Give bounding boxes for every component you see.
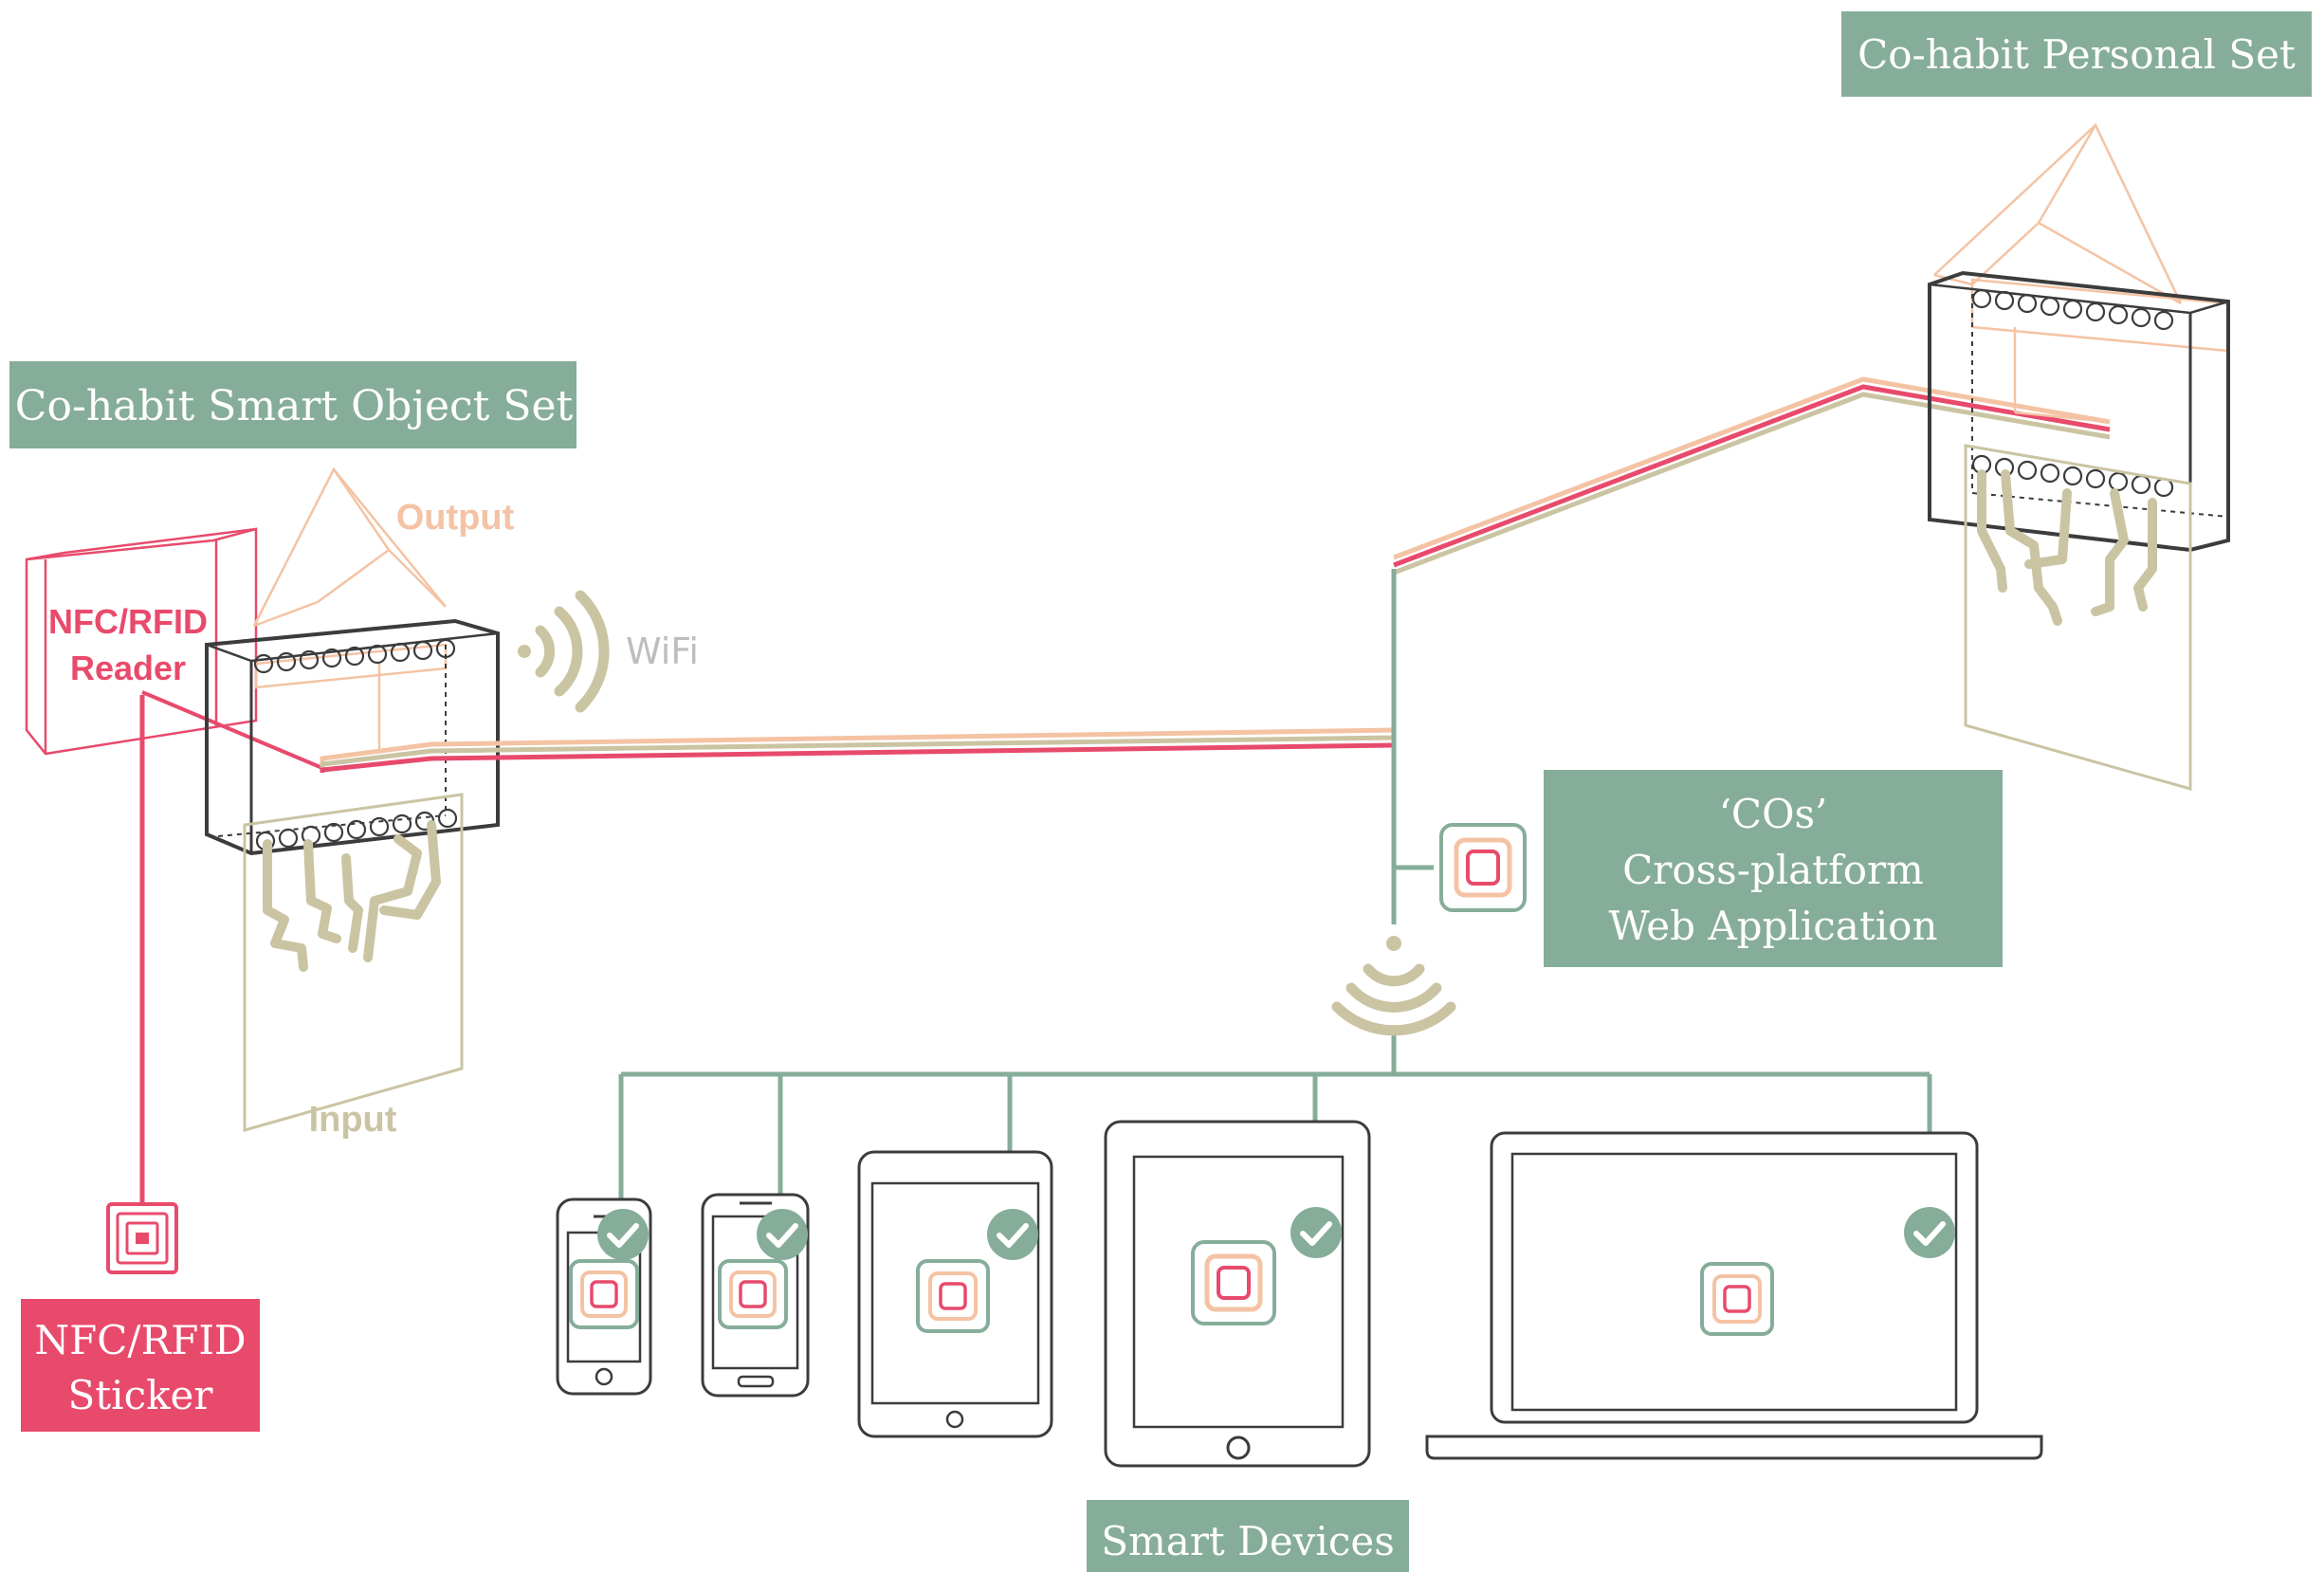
smart-object-set-title: Co-habit Smart Object Set [15,382,574,430]
nfc-rfid-sticker-box: NFC/RFID Sticker [21,1299,260,1432]
cos-app-icon [1700,1262,1774,1336]
cos-app-icon [1191,1240,1276,1325]
cos-app-icon [569,1259,639,1329]
output-label: Output [396,498,515,538]
cos-app-icon [916,1259,990,1333]
reader-label-line2: Reader [70,649,186,687]
smart-object-set: Co-habit Smart Object Set Output [9,361,576,1140]
wifi-icon [1331,936,1456,1036]
cos-app-icon [718,1259,788,1329]
personal-set-title: Co-habit Personal Set [1857,31,2296,78]
cos-title-line1: ‘COs’ [1719,791,1828,837]
check-icon [1290,1207,1342,1258]
cos-title-line2: Cross-platform [1622,847,1924,893]
smart-devices-title: Smart Devices [1101,1518,1395,1564]
nfc-rfid-reader: NFC/RFID Reader [25,527,258,756]
reader-label-line1: NFC/RFID [48,602,208,641]
cos-app-icon [1439,823,1527,912]
cos-title-line3: Web Application [1608,903,1937,949]
check-icon [1904,1207,1955,1258]
sticker-label-line2: Sticker [68,1372,214,1418]
check-icon [987,1209,1038,1260]
wifi-icon [518,590,610,713]
check-icon [757,1209,808,1260]
cos-web-app-box: ‘COs’ Cross-platform Web Application [1544,770,2003,967]
nfc-tag-icon [106,1202,178,1274]
network-link-left [320,727,1395,773]
wifi-label: WiFi [626,631,699,672]
network-link-right [1393,376,2111,576]
personal-set: Co-habit Personal Set [1841,11,2312,791]
smart-devices-box: Smart Devices [1087,1500,1409,1572]
sticker-label-line1: NFC/RFID [34,1317,246,1363]
input-label: Input [309,1100,397,1140]
check-icon [597,1209,649,1260]
